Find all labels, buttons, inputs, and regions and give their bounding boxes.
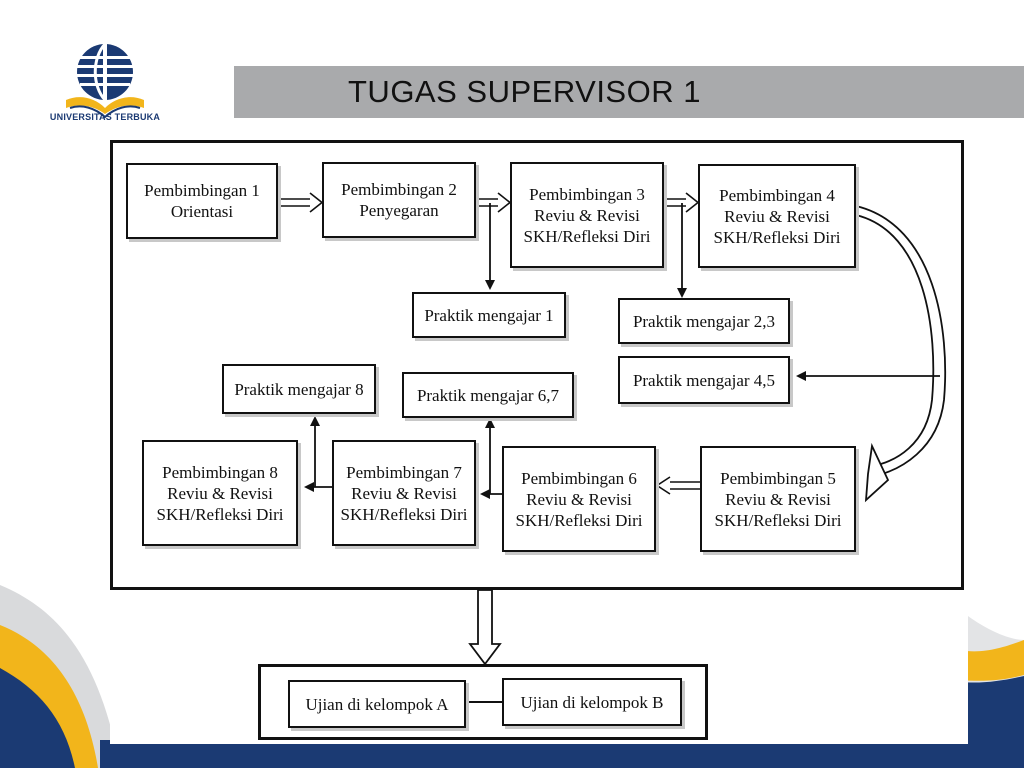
box-line: Praktik mengajar 4,5 bbox=[632, 370, 776, 390]
box-praktik-67: Praktik mengajar 6,7 bbox=[402, 372, 574, 418]
box-line: Penyegaran bbox=[359, 201, 439, 220]
universitas-terbuka-logo bbox=[66, 42, 144, 119]
box-line: Reviu & Revisi bbox=[526, 489, 632, 509]
box-line: Ujian di kelompok A bbox=[305, 694, 449, 714]
box-line: Pembimbingan 7 bbox=[346, 462, 462, 482]
box-line: Reviu & Revisi bbox=[167, 483, 273, 503]
box-line: Pembimbingan 4 bbox=[719, 185, 835, 205]
box-line: Ujian di kelompok B bbox=[520, 692, 664, 712]
title-bar bbox=[234, 66, 1024, 118]
box-line: Praktik mengajar 8 bbox=[234, 379, 364, 399]
bottom-navy-band bbox=[100, 740, 1024, 768]
box-praktik-1: Praktik mengajar 1 bbox=[412, 292, 566, 338]
box-line: SKH/Refleksi Diri bbox=[340, 504, 468, 524]
box-line: Praktik mengajar 1 bbox=[424, 305, 554, 325]
box-pembimbingan-4: Pembimbingan 4 Reviu & Revisi SKH/Reflek… bbox=[698, 164, 856, 268]
box-line: SKH/Refleksi Diri bbox=[713, 227, 841, 247]
arrow-p3-to-p4 bbox=[664, 192, 700, 213]
box-pembimbingan-2: Pembimbingan 2 Penyegaran bbox=[322, 162, 476, 238]
exam-frame bbox=[258, 664, 708, 740]
box-line: Pembimbingan 6 bbox=[521, 468, 637, 488]
box-line: Reviu & Revisi bbox=[724, 206, 830, 226]
box-line: Reviu & Revisi bbox=[534, 205, 640, 225]
box-line: SKH/Refleksi Diri bbox=[523, 226, 651, 246]
box-ujian-b: Ujian di kelompok B bbox=[502, 678, 682, 726]
box-pembimbingan-8: Pembimbingan 8 Reviu & Revisi SKH/Reflek… bbox=[142, 440, 298, 546]
box-line: Pembimbingan 8 bbox=[162, 462, 278, 482]
box-line: SKH/Refleksi Diri bbox=[156, 504, 284, 524]
box-line: Reviu & Revisi bbox=[725, 489, 831, 509]
box-line: Pembimbingan 3 bbox=[529, 184, 645, 204]
box-pembimbingan-7: Pembimbingan 7 Reviu & Revisi SKH/Reflek… bbox=[332, 440, 476, 546]
box-praktik-8: Praktik mengajar 8 bbox=[222, 364, 376, 414]
box-line: Pembimbingan 5 bbox=[720, 468, 836, 488]
arrow-to-exams bbox=[468, 589, 502, 666]
box-praktik-23: Praktik mengajar 2,3 bbox=[618, 298, 790, 344]
box-line: SKH/Refleksi Diri bbox=[515, 510, 643, 530]
book-icon bbox=[66, 97, 144, 119]
box-line: Praktik mengajar 2,3 bbox=[632, 311, 776, 331]
arrow-p2-to-p3 bbox=[476, 192, 512, 213]
left-navy-swoosh bbox=[0, 668, 75, 768]
box-line: Pembimbingan 1 bbox=[144, 181, 260, 200]
box-line: Reviu & Revisi bbox=[351, 483, 457, 503]
box-line: Orientasi bbox=[170, 202, 234, 221]
box-line: Pembimbingan 2 bbox=[341, 180, 457, 199]
arrow-p4-to-p5 bbox=[855, 205, 947, 503]
box-pembimbingan-1: Pembimbingan 1 Orientasi bbox=[126, 163, 278, 239]
box-pembimbingan-5: Pembimbingan 5 Reviu & Revisi SKH/Reflek… bbox=[700, 446, 856, 552]
right-yellow-swoosh bbox=[960, 640, 1024, 681]
box-praktik-45: Praktik mengajar 4,5 bbox=[618, 356, 790, 404]
arrow-p1-to-p2 bbox=[278, 192, 324, 213]
box-pembimbingan-3: Pembimbingan 3 Reviu & Revisi SKH/Reflek… bbox=[510, 162, 664, 268]
box-line: Praktik mengajar 6,7 bbox=[416, 385, 560, 405]
globe-icon bbox=[77, 42, 133, 102]
logo-text: UNIVERSITAS TERBUKA bbox=[49, 112, 161, 122]
arrow-p5-to-p6 bbox=[655, 476, 700, 495]
box-line: SKH/Refleksi Diri bbox=[714, 510, 842, 530]
box-pembimbingan-6: Pembimbingan 6 Reviu & Revisi SKH/Reflek… bbox=[502, 446, 656, 552]
box-ujian-a: Ujian di kelompok A bbox=[288, 680, 466, 728]
page-title: TUGAS SUPERVISOR 1 bbox=[348, 74, 701, 109]
diagram-frame bbox=[110, 140, 964, 590]
